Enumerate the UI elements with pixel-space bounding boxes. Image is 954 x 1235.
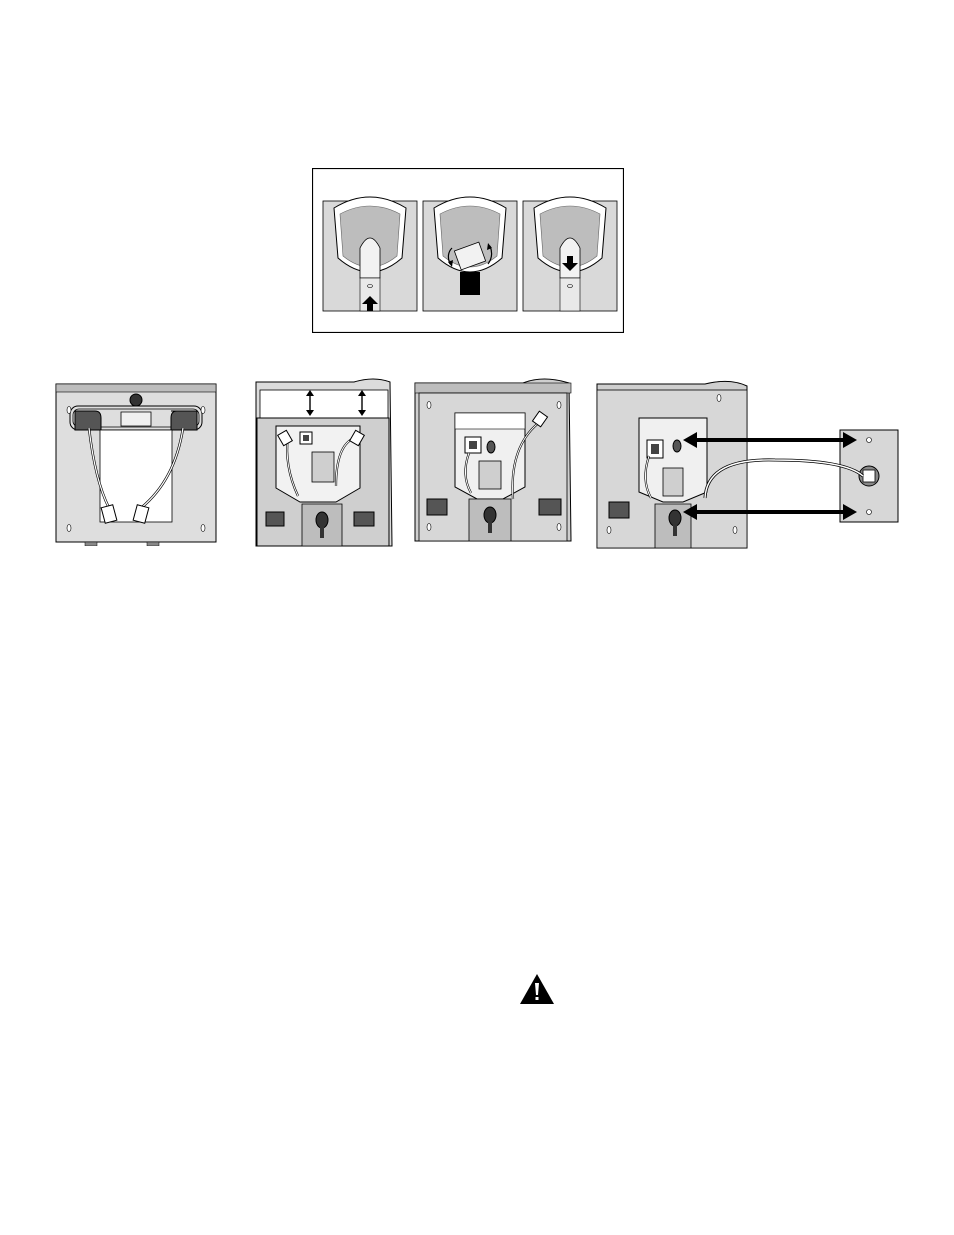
hook-step-3-slide-down — [523, 197, 617, 311]
mount-step-1-cords — [55, 380, 217, 546]
hook-step-2-rotate — [423, 197, 517, 311]
mount-step-3-attached — [413, 375, 573, 546]
warning-triangle-icon — [519, 973, 555, 1005]
hook-step-1-push-up — [323, 197, 417, 311]
mount-step-4-wall-jack — [595, 380, 900, 552]
mount-step-2-bracket — [254, 376, 394, 550]
handset-hook-illustration — [312, 168, 624, 333]
